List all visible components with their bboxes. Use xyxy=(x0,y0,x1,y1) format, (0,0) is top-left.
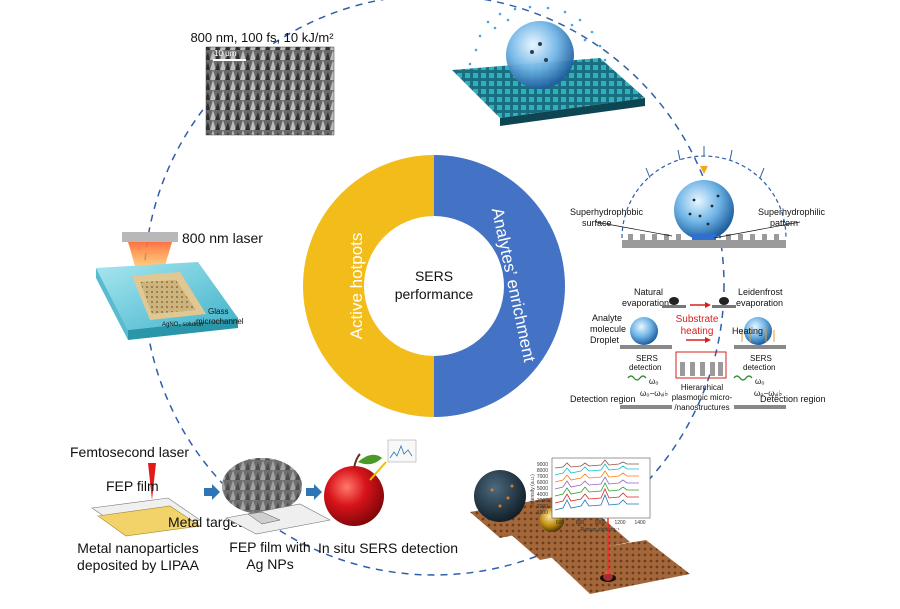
process-panel: Femtosecond laser FEP film Metal target … xyxy=(70,439,458,573)
right-droplet xyxy=(744,317,772,345)
superhydrophilic-label-line1: Superhydrophilic xyxy=(758,207,826,217)
platform-2 xyxy=(508,516,630,560)
center-title-line2: performance xyxy=(395,286,474,302)
ytick: 1000 xyxy=(537,510,548,516)
xtick: 800 xyxy=(576,520,585,526)
leaf xyxy=(358,454,382,465)
spectrum-plot xyxy=(551,457,651,519)
caption2-line1: FEP film with xyxy=(229,539,310,555)
xtick: 1000 xyxy=(594,520,605,526)
droplet-surface-panel: Superhydrophobic surface Superhydrophili… xyxy=(570,146,826,248)
raman-xlabel: Raman shift/cm⁻¹ xyxy=(580,527,619,533)
ytick: 9000 xyxy=(537,462,548,468)
caption1-line2: deposited by LIPAA xyxy=(77,557,200,573)
natural-evap-line2: evaporation xyxy=(622,298,669,308)
xtick: 1200 xyxy=(614,520,625,526)
caption2-line2: Ag NPs xyxy=(246,556,293,572)
substrate-line1: Substrate xyxy=(676,314,719,325)
sers-left-line2: detection xyxy=(629,363,661,372)
ytick: 8000 xyxy=(537,468,548,474)
dark-sphere xyxy=(474,470,526,522)
mini-spectrum xyxy=(387,439,417,463)
natural-evap-line1: Natural xyxy=(634,287,663,297)
ytick: 4000 xyxy=(537,492,548,498)
heating-label: Heating xyxy=(732,326,763,336)
hier-line2: plasmonic micro- xyxy=(672,393,733,402)
left-arc xyxy=(303,155,434,417)
pillar-substrate xyxy=(622,240,786,248)
ytick: 5000 xyxy=(537,486,548,492)
center-donut: Active hotpots Analytes’ enrichment SERS… xyxy=(303,155,565,417)
patterned-substrate xyxy=(452,58,645,118)
metal-target xyxy=(97,505,201,537)
xtick: 600 xyxy=(556,520,565,526)
arrow-1-icon xyxy=(204,484,220,500)
analyte-line1: Analyte xyxy=(592,313,622,323)
microchannel-panel: 800 nm laser AgNO₃ solution Glass microc… xyxy=(96,230,263,340)
spectrum-lines xyxy=(554,459,639,511)
left-arc-label: Active hotpots xyxy=(347,233,366,340)
superhydrophilic-label-line2: pattern xyxy=(770,218,798,228)
superhydrophobic-label-line1: Superhydrophobic xyxy=(570,207,644,217)
glass-label-line2: microchannel xyxy=(196,317,244,326)
fs-laser-beam xyxy=(148,463,156,500)
droplet-label: Droplet xyxy=(590,335,620,345)
arrow-2-icon xyxy=(306,484,322,500)
omega-right: ω₀ xyxy=(755,377,765,386)
left-droplet xyxy=(630,317,658,345)
scattered-dots xyxy=(468,5,612,76)
fs-laser-label: Femtosecond laser xyxy=(70,444,189,460)
ytick: 3000 xyxy=(537,498,548,504)
sem-panel: 800 nm, 100 fs, 10 kJ/m² 10 μm xyxy=(190,30,335,136)
probe xyxy=(369,461,387,481)
apple xyxy=(324,466,384,526)
red-arrow-icon xyxy=(705,302,711,308)
ytick: 6000 xyxy=(537,480,548,486)
laser-label: 800 nm laser xyxy=(182,230,263,246)
detect-right: Detection region xyxy=(760,394,826,404)
hydrophilic-pattern xyxy=(692,234,716,240)
scale-label: 10 μm xyxy=(214,49,237,58)
raman-ylabel: Intensity (a.u.) xyxy=(530,474,536,506)
omega-left2: ω₀−ωᵥᵢ♭ xyxy=(640,389,668,398)
xtick: 1400 xyxy=(634,520,645,526)
sphere-grid-panel xyxy=(452,5,645,126)
droplet-sphere xyxy=(506,21,574,89)
omega-right2: ω₀−ωᵥᵢ♭ xyxy=(754,389,782,398)
sem-caption: 800 nm, 100 fs, 10 kJ/m² xyxy=(190,30,334,45)
platform-3 xyxy=(550,540,690,594)
omega-left: ω₀ xyxy=(649,377,659,386)
hier-line1: Hierarchical xyxy=(681,383,723,392)
substrate-line2: heating xyxy=(681,326,714,337)
caption3: In situ SERS detection xyxy=(318,540,458,556)
sers-right-line2: detection xyxy=(743,363,775,372)
ytick: 2000 xyxy=(537,504,548,510)
caption1-line1: Metal nanoparticles xyxy=(77,540,198,556)
metal-target-label: Metal target xyxy=(168,514,242,530)
droplet xyxy=(674,180,734,240)
hier-line3: /nanostructures xyxy=(674,403,729,412)
superhydrophobic-label-line2: surface xyxy=(582,218,612,228)
sem-image xyxy=(206,47,334,135)
ytick: 7000 xyxy=(537,474,548,480)
leiden-evap-line1: Leidenfrost xyxy=(738,287,783,297)
raman-panel: 9000 8000 7000 6000 5000 4000 3000 2000 … xyxy=(470,457,690,594)
sers-left-line1: SERS xyxy=(636,354,658,363)
evaporation-panel: Natural evaporation Leidenfrost evaporat… xyxy=(570,287,826,412)
right-arc xyxy=(434,155,565,417)
detect-left: Detection region xyxy=(570,394,636,404)
analyte-line2: molecule xyxy=(590,324,626,334)
sers-right-line1: SERS xyxy=(750,354,772,363)
solution-label: AgNO₃ solution xyxy=(162,322,203,328)
center-title-line1: SERS xyxy=(415,268,453,284)
glass-label-line1: Glass xyxy=(208,307,228,316)
droplet-dome xyxy=(621,155,787,239)
down-arrow-icon xyxy=(700,166,708,174)
zoom-box xyxy=(675,351,727,379)
fep-film-label: FEP film xyxy=(106,478,159,494)
leiden-evap-line2: evaporation xyxy=(736,298,783,308)
